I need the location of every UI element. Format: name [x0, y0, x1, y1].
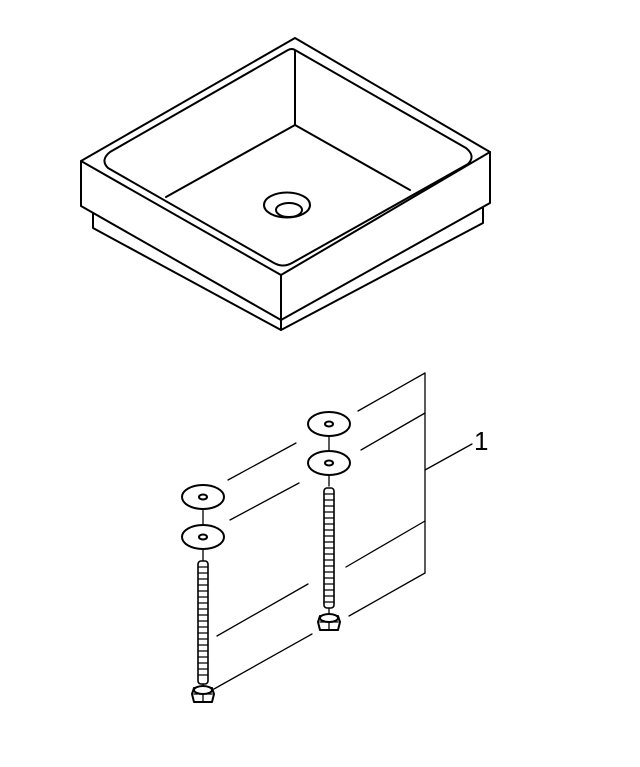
basin [80, 37, 491, 331]
basin-floor-edges [165, 124, 411, 198]
washer [307, 411, 351, 437]
basin-inner-rim [103, 48, 473, 267]
fixing-assembly-left [181, 484, 225, 703]
callout-number-1: 1 [474, 426, 489, 456]
washer [181, 524, 225, 550]
hex-nut [317, 613, 341, 631]
basin-outer-body [80, 37, 491, 321]
fixing-assembly-right [307, 411, 351, 631]
threaded-stud [323, 487, 335, 609]
basin-drain-inner [275, 202, 303, 218]
callout-bracket [213, 372, 473, 690]
threaded-stud [197, 560, 209, 685]
hex-nut [191, 685, 215, 703]
washer [307, 450, 351, 476]
washer [181, 484, 225, 510]
